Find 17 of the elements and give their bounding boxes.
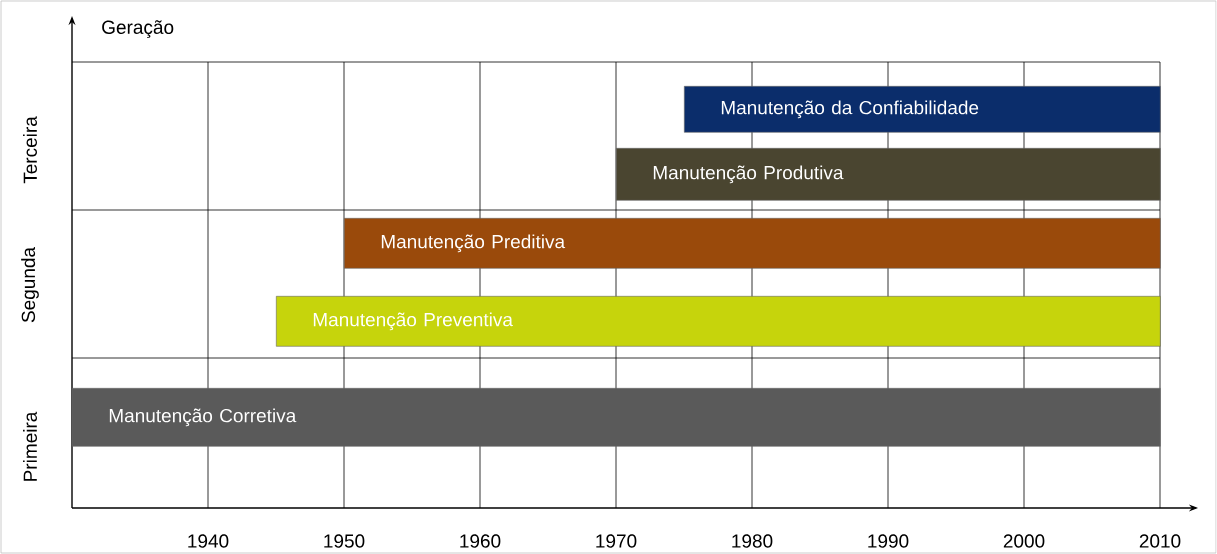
axis-title: Geração	[102, 20, 174, 38]
tick-label: 1970	[596, 534, 637, 548]
tick-label: 1980	[732, 534, 773, 548]
timeline-bar: Manutenção Preventiva	[276, 296, 1161, 347]
tick-label: 1940	[188, 534, 229, 548]
generation-label: Segunda	[21, 247, 39, 323]
timeline-bar: Manutenção Preditiva	[344, 218, 1161, 269]
tick-label: 2010	[1139, 534, 1181, 548]
tick-label: 1990	[868, 534, 909, 548]
generation-label: Primeira	[23, 411, 37, 481]
timeline-bar: Manutenção Produtiva	[616, 148, 1161, 201]
timeline-bar: Manutenção Corretiva	[72, 388, 1161, 447]
tick-label: 2000	[1003, 534, 1045, 548]
generation-label: Terceira	[23, 116, 37, 184]
tick-label: 1950	[324, 534, 365, 548]
timeline-bar: Manutenção da Confiabilidade	[684, 86, 1161, 133]
tick-label: 1960	[460, 534, 501, 548]
